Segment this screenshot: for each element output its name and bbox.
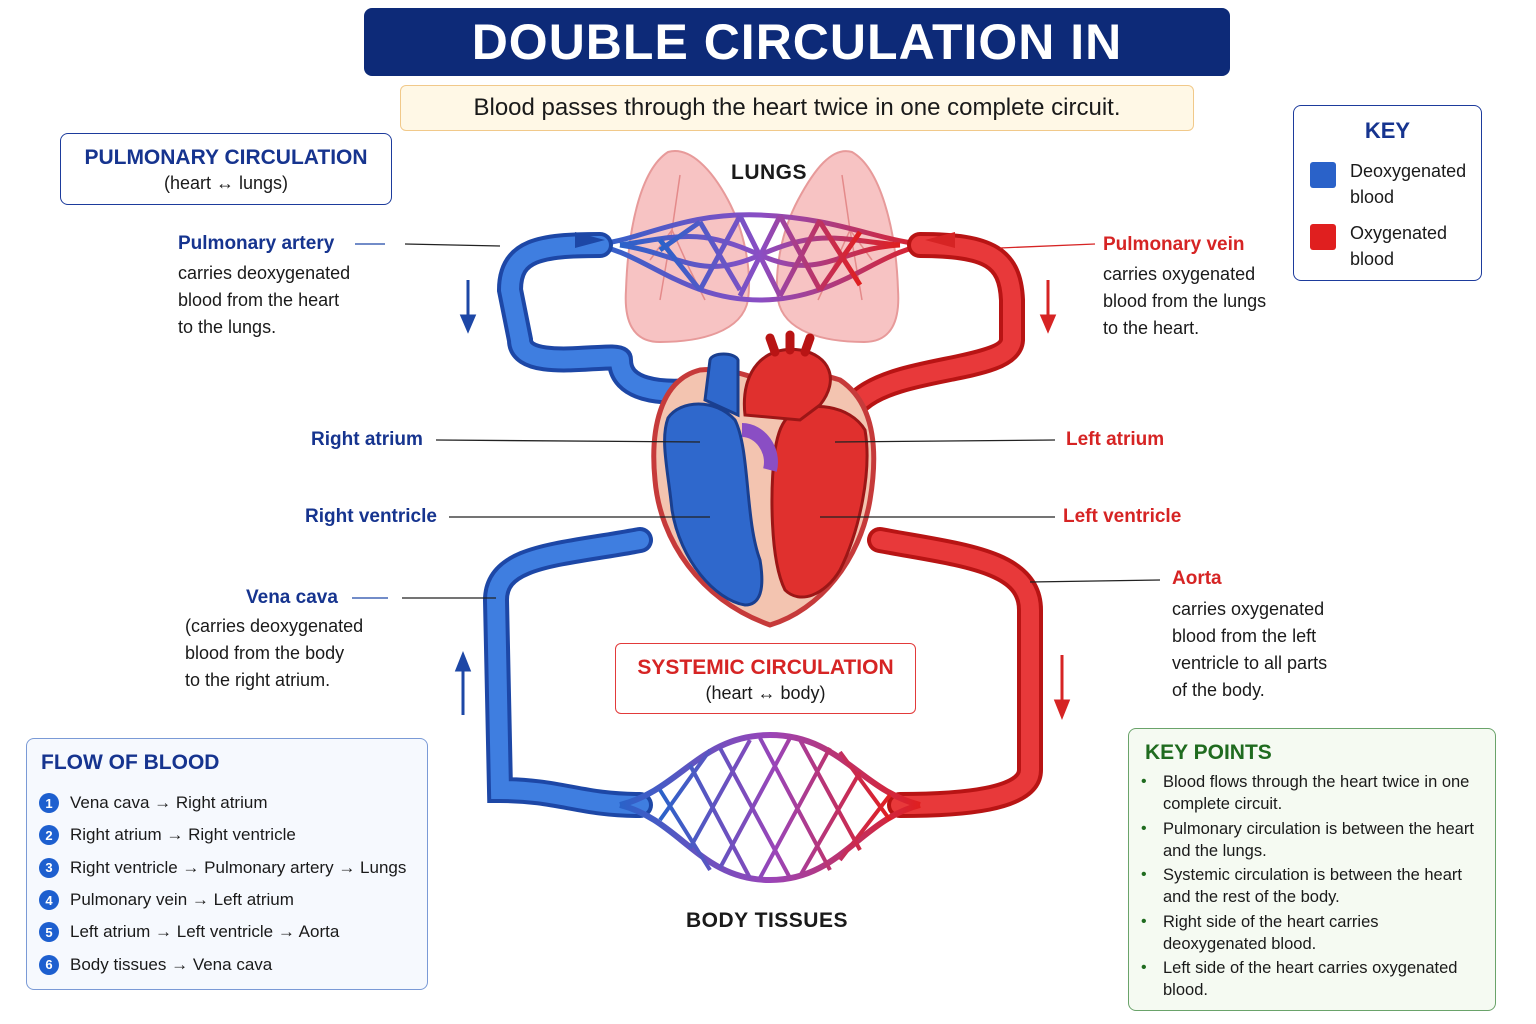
deoxygenated-swatch: [1310, 162, 1336, 188]
left-ventricle-label: Left ventricle: [1063, 506, 1182, 527]
flow-step: 4 Pulmonary vein → Left atrium: [39, 884, 406, 916]
page-subtitle: Blood passes through the heart twice in …: [400, 85, 1194, 131]
lungs-label: LUNGS: [731, 161, 807, 184]
pulmonary-vein-label: Pulmonary vein: [1103, 234, 1245, 255]
key-point: • Left side of the heart carries oxygenat…: [1141, 957, 1481, 1001]
key-point-text: Right side of the heart carries deoxygen…: [1163, 912, 1379, 953]
vena-cava-label: Vena cava: [246, 587, 338, 608]
key-point-text: Left side of the heart carries oxygenate…: [1163, 959, 1458, 999]
vena-cava-desc: (carries deoxygenated blood from the bod…: [185, 616, 364, 690]
step-number: 3: [39, 857, 59, 878]
key-points-list: • Blood flows through the heart twice in …: [1141, 771, 1481, 1004]
aortic-arch: [742, 347, 832, 422]
bullet-icon: •: [1141, 866, 1147, 883]
systemic-circulation-box: SYSTEMIC CIRCULATION (heart ↔ body): [615, 643, 916, 714]
step-text: Vena cava → Right atrium: [70, 793, 268, 813]
key-point: • Blood flows through the heart twice in …: [1141, 771, 1481, 815]
pulmonary-sub: (heart ↔ lungs): [163, 173, 289, 193]
bullet-icon: •: [1141, 773, 1147, 790]
step-number: 6: [39, 954, 59, 975]
key-points-title: KEY POINTS: [1145, 741, 1272, 764]
bullet-icon: •: [1141, 959, 1147, 976]
step-number: 5: [39, 922, 59, 943]
left-side-chambers: [770, 405, 869, 599]
systemic-sub: (heart ↔ body): [705, 683, 826, 703]
key-point-text: Systemic circulation is between the hear…: [1163, 866, 1462, 906]
arrow-top-red-left: [925, 232, 955, 248]
right-ventricle-label: Right ventricle: [305, 506, 437, 527]
arrow-vena-cava-up: [454, 650, 472, 715]
key-point: • Right side of the heart carries deoxyge…: [1141, 911, 1481, 955]
vena-cava-vessel: [482, 527, 653, 818]
flow-step: 3 Right ventricle → Pulmonary artery → Lu…: [39, 852, 406, 884]
step-text: Right ventricle → Pulmonary artery → Lun…: [70, 857, 407, 877]
aorta-label: Aorta: [1172, 568, 1222, 589]
flow-step: 2 Right atrium → Right ventricle: [39, 819, 406, 851]
step-text: Body tissues → Vena cava: [70, 954, 273, 974]
leader-lines: [352, 243, 1161, 599]
step-number: 1: [39, 793, 59, 814]
pulmonary-heading: PULMONARY CIRCULATION: [84, 146, 368, 169]
body-tissues-label: BODY TISSUES: [686, 909, 848, 932]
step-number: 4: [39, 890, 59, 911]
flow-arrows: [454, 232, 1071, 721]
step-number: 2: [39, 825, 59, 846]
right-side-chambers: [663, 402, 764, 607]
flow-step: 6 Body tissues → Vena cava: [39, 948, 406, 980]
deoxygenated-label: Deoxygenated blood: [1350, 161, 1467, 207]
flow-step: 1 Vena cava → Right atrium: [39, 787, 406, 819]
flow-step: 5 Left atrium → Left ventricle → Aorta: [39, 916, 406, 948]
page-title: DOUBLE CIRCULATION IN HUMANS: [364, 8, 1230, 138]
bullet-icon: •: [1141, 819, 1147, 837]
pulmonary-artery-vessel: [496, 232, 713, 405]
aorta-desc: carries oxygenated blood from the left v…: [1172, 599, 1328, 700]
left-atrium-label: Left atrium: [1066, 429, 1165, 450]
pulmonary-capillaries: [589, 212, 931, 303]
pulmonary-vein-desc: carries oxygenated blood from the lungs …: [1103, 264, 1267, 338]
pulmonary-trunk: [741, 423, 778, 472]
key-point: • Systemic circulation is between the hea…: [1141, 864, 1481, 908]
superior-vena-cava: [703, 352, 740, 418]
systemic-heading: SYSTEMIC CIRCULATION: [637, 656, 894, 679]
key-point: • Pulmonary circulation is between the he…: [1141, 818, 1481, 862]
oxygenated-swatch: [1310, 224, 1336, 250]
pulmonary-artery-label: Pulmonary artery: [178, 233, 335, 254]
step-text: Pulmonary vein → Left atrium: [70, 890, 294, 910]
pulmonary-circulation-box: PULMONARY CIRCULATION (heart ↔ lungs): [60, 133, 392, 205]
flow-title: FLOW OF BLOOD: [41, 751, 220, 774]
step-text: Left atrium → Left ventricle → Aorta: [70, 922, 340, 942]
pulmonary-vein-vessel: [847, 232, 1025, 413]
arrow-aorta-down: [1053, 655, 1071, 721]
flow-steps: 1 Vena cava → Right atrium 2 Right atrium …: [39, 787, 406, 981]
step-text: Right atrium → Right ventricle: [70, 825, 296, 845]
key-point-text: Blood flows through the heart twice in o…: [1163, 773, 1470, 813]
pulmonary-artery-desc: carries deoxygenated blood from the hear…: [178, 263, 351, 337]
flow-of-blood-panel: FLOW OF BLOOD 1 Vena cava → Right atrium …: [26, 738, 428, 990]
key-legend: KEY Deoxygenated blood Oxygenated blood: [1293, 105, 1482, 281]
right-atrium-label: Right atrium: [311, 429, 423, 450]
systemic-capillaries: [619, 731, 921, 884]
aorta-branches: [765, 330, 815, 357]
key-title: KEY: [1364, 118, 1411, 143]
key-point-text: Pulmonary circulation is between the hea…: [1163, 819, 1474, 860]
bullet-icon: •: [1141, 912, 1147, 930]
arrow-pulm-artery-down: [459, 280, 477, 334]
key-points-panel: KEY POINTS • Blood flows through the hear…: [1128, 728, 1496, 1011]
heart: [651, 330, 877, 628]
aorta-vessel: [867, 527, 1043, 818]
oxygenated-label: Oxygenated blood: [1350, 223, 1448, 269]
arrow-pulm-vein-down: [1039, 280, 1057, 334]
arrow-top-blue-right: [575, 232, 605, 248]
